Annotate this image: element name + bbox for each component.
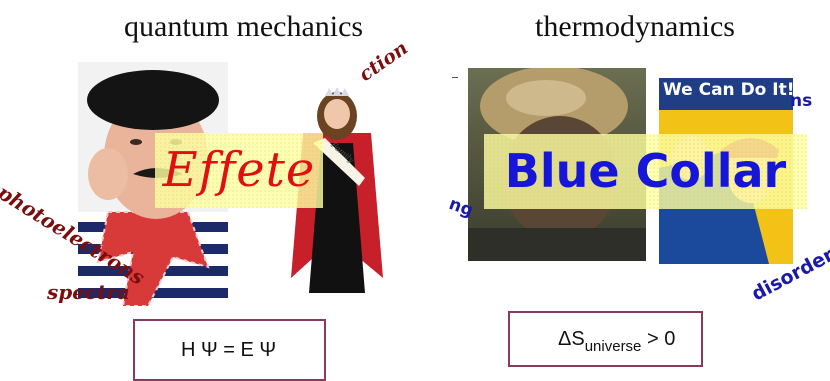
entropy-delta-s: ΔS	[558, 328, 585, 350]
heading-quantum-mechanics: quantum mechanics	[124, 10, 364, 43]
schrodinger-equation-box: H Ψ = E Ψ	[133, 319, 326, 381]
schrodinger-equation: H Ψ = E Ψ	[181, 339, 277, 361]
entropy-subscript: universe	[584, 338, 642, 355]
entropy-equation: ΔSuniverse > 0	[558, 328, 675, 355]
princess-photo: Family	[283, 88, 391, 296]
dash-mark	[452, 77, 458, 78]
entropy-inequality: > 0	[641, 328, 676, 350]
blue-collar-banner: Blue Collar	[484, 134, 807, 209]
word-diffraction-partial: ction	[355, 36, 412, 87]
heading-thermodynamics: thermodynamics	[535, 10, 735, 43]
blue-collar-label: Blue Collar	[504, 144, 787, 198]
word-right-top-partial: ns	[790, 91, 813, 111]
effete-banner: Effete	[155, 133, 323, 208]
effete-label: Effete	[162, 142, 316, 198]
word-spectra: spectra	[47, 280, 130, 304]
entropy-equation-box: ΔSuniverse > 0	[508, 311, 703, 367]
poster-slogan: We Can Do It!	[663, 80, 793, 100]
